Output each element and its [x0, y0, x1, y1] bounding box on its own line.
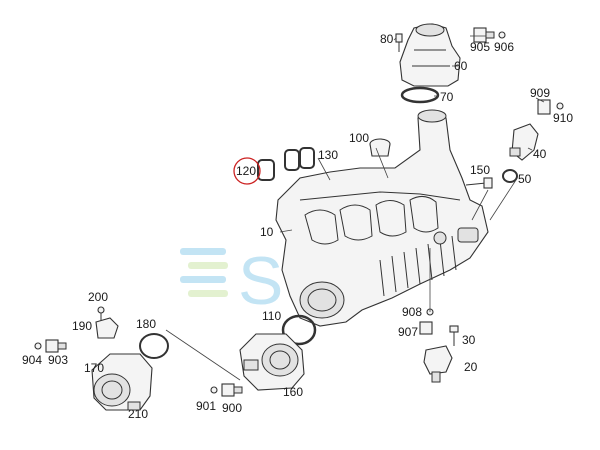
callout-906: 906 [494, 40, 514, 54]
part-120-gasket [257, 159, 275, 181]
callout-905: 905 [470, 40, 490, 54]
part-70-oring [400, 86, 440, 104]
callout-904: 904 [22, 353, 42, 367]
callout-80: 80 [380, 32, 394, 46]
part-150-bolt [465, 177, 493, 189]
callout-50: 50 [518, 172, 532, 186]
callout-70: 70 [440, 90, 454, 104]
part-908-907-connector [419, 308, 434, 335]
callout-901: 901 [196, 399, 216, 413]
callout-170: 170 [84, 361, 104, 375]
part-10-intake-manifold [275, 109, 489, 327]
part-170-valve [91, 353, 153, 411]
callout-908: 908 [402, 305, 422, 319]
part-180-oring [139, 333, 169, 359]
callout-120: 120 [236, 164, 256, 178]
callout-100: 100 [349, 131, 369, 145]
callout-903: 903 [48, 353, 68, 367]
part-40-sensor [509, 123, 539, 161]
leader-lines [165, 35, 545, 381]
part-909-910-connector [537, 99, 564, 115]
callout-150: 150 [470, 163, 490, 177]
callout-907: 907 [398, 325, 418, 339]
part-190-bracket [95, 317, 119, 339]
callout-60: 60 [454, 59, 468, 73]
callout-20: 20 [464, 360, 478, 374]
callout-30: 30 [462, 333, 476, 347]
part-80-bolt [395, 33, 403, 52]
callout-110: 110 [262, 309, 281, 323]
part-60-housing [399, 23, 461, 87]
callout-180: 180 [136, 317, 156, 331]
part-50-ring [502, 169, 518, 183]
callout-210: 210 [128, 407, 148, 421]
part-130-gasket [284, 147, 315, 171]
callout-910: 910 [553, 111, 573, 125]
part-160-throttle-body [239, 333, 305, 391]
callout-130: 130 [318, 148, 338, 162]
callout-200: 200 [88, 290, 108, 304]
callout-900: 900 [222, 401, 242, 415]
part-901-900-connector [210, 383, 243, 397]
part-905-906-sensor [473, 27, 506, 43]
part-30-bolt [449, 325, 459, 346]
callout-40: 40 [533, 147, 547, 161]
part-100-cap [369, 138, 391, 157]
highlight-circle-120 [233, 157, 261, 185]
callout-190: 190 [72, 319, 92, 333]
callout-909: 909 [530, 86, 550, 100]
part-110-oring [281, 314, 317, 346]
callout-160: 160 [283, 385, 303, 399]
callout-10: 10 [260, 225, 274, 239]
part-20-sensor [423, 345, 453, 383]
part-904-903-connector [34, 339, 67, 353]
